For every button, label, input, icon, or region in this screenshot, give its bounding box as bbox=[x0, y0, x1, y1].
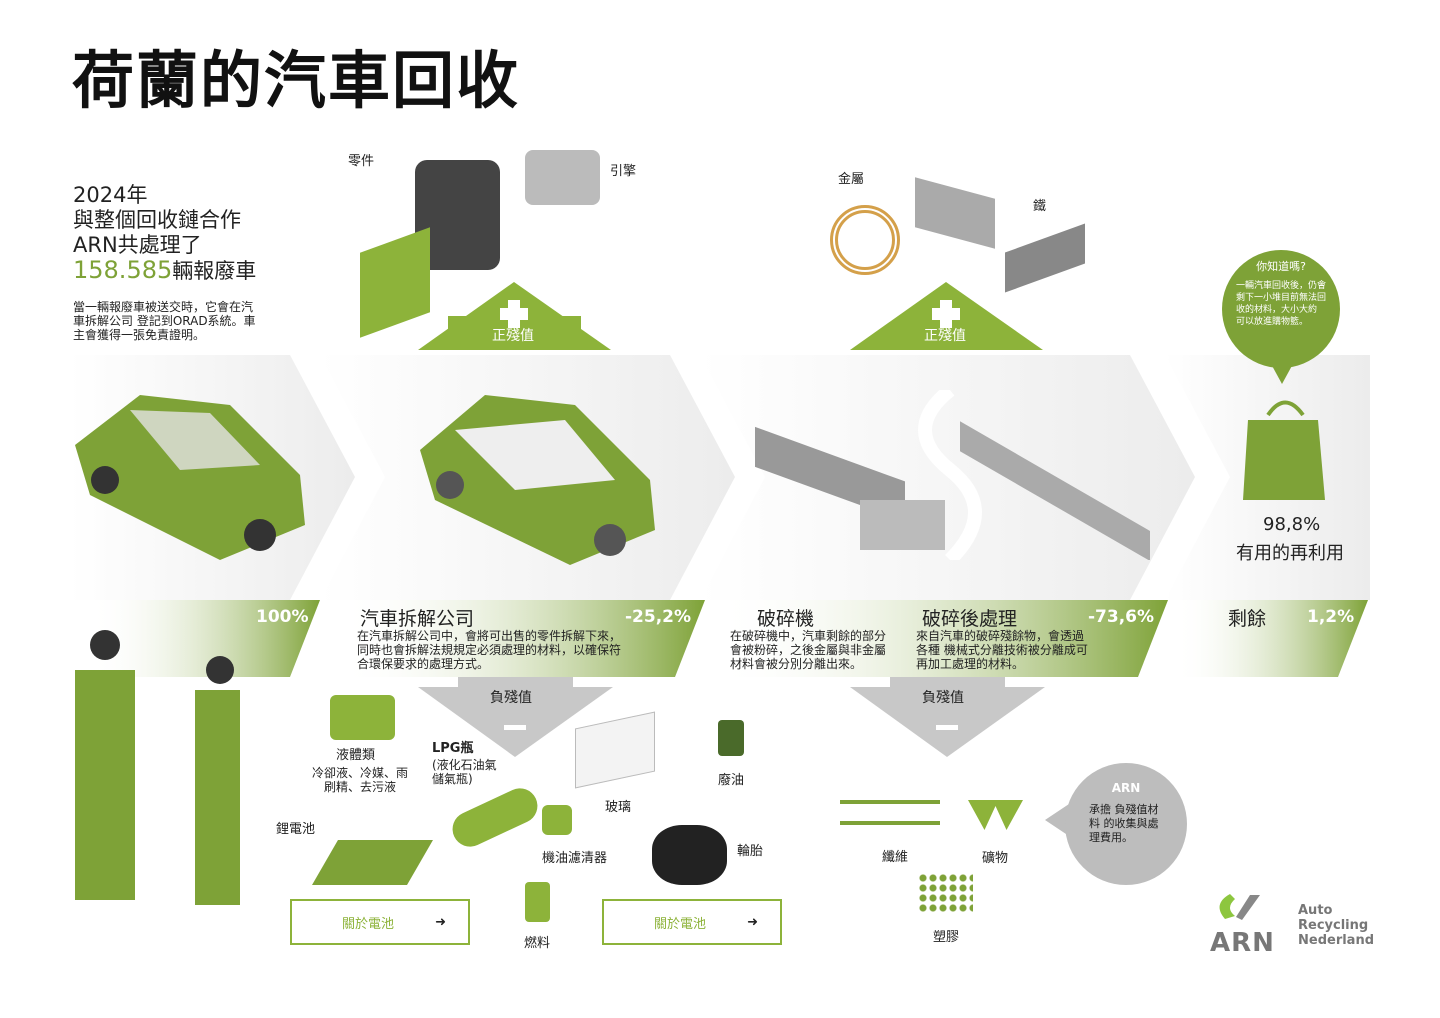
oil-filter-icon bbox=[542, 805, 572, 835]
car-count: 158.585 bbox=[73, 256, 173, 284]
result-band bbox=[90, 600, 1368, 677]
metal-plate-icon bbox=[915, 177, 995, 249]
arrow-right-icon: ➜ bbox=[435, 914, 446, 930]
positive-label: 正殘值 bbox=[492, 328, 534, 344]
stripped-car-illustration bbox=[420, 395, 655, 565]
stage-desc: 來自汽車的破碎殘餘物，會透過各種 機械式分離技術被分離成可再加工處理的材料。 bbox=[916, 629, 1088, 671]
arn-bubble-text: 承擔 負殘值材料 的收集與處理費用。 bbox=[1089, 803, 1159, 844]
about-battery-button-2[interactable]: 關於電池 ➜ bbox=[602, 899, 782, 945]
plastic-icon bbox=[918, 873, 973, 913]
negative-label: 負殘值 bbox=[490, 690, 532, 706]
button-label: 關於電池 bbox=[342, 916, 395, 932]
stage-title: 剩餘 bbox=[1228, 608, 1267, 630]
label-iron: 鐵 bbox=[1033, 199, 1047, 214]
logo-line: Auto bbox=[1298, 903, 1333, 918]
logo-abbr: ARN bbox=[1210, 928, 1275, 958]
stage-pct: 1,2% bbox=[1307, 607, 1355, 627]
label-minerals: 礦物 bbox=[982, 851, 1009, 866]
label-plastic: 塑膠 bbox=[933, 930, 960, 945]
logo-text: Auto Recycling Nederland bbox=[1298, 903, 1374, 948]
did-you-know-title: 你知道嗎? bbox=[1256, 260, 1306, 273]
shopping-bag-icon bbox=[1243, 400, 1325, 500]
battery-icon bbox=[312, 840, 433, 885]
minerals-icon bbox=[968, 800, 1023, 830]
intro-line: 與整個回收鏈合作 bbox=[73, 208, 241, 232]
engine-icon bbox=[525, 150, 600, 205]
stage-title: 汽車拆解公司 bbox=[360, 608, 475, 630]
label-oil-filter: 機油濾清器 bbox=[542, 851, 608, 866]
logo-line: Recycling bbox=[1298, 918, 1369, 933]
lpg-tank-icon bbox=[446, 782, 544, 853]
did-you-know-text: 一輛汽車回收後，仍會剩下一小堆目前無法回收的材料，大小大約 可以放進購物籃。 bbox=[1236, 281, 1327, 327]
fuel-can-icon bbox=[525, 882, 550, 922]
about-battery-button-1[interactable]: 關於電池 ➜ bbox=[290, 899, 470, 945]
stage-pct: -73,6% bbox=[1088, 607, 1155, 627]
stage-pct: 100% bbox=[256, 607, 309, 627]
page-title: 荷蘭的汽車回收 bbox=[72, 44, 521, 117]
button-label: 關於電池 bbox=[654, 916, 707, 932]
logo-line: Nederland bbox=[1298, 933, 1375, 948]
arn-bubble-title: ARN bbox=[1111, 781, 1141, 795]
reuse-label: 有用的再利用 bbox=[1236, 543, 1344, 564]
negative-arrow-2 bbox=[850, 677, 1045, 757]
label-fluids: 液體類 bbox=[336, 748, 376, 763]
arn-bubble: ARN 承擔 負殘值材料 的收集與處理費用。 bbox=[1065, 763, 1187, 885]
label-fluids-desc: 冷卻液、冷媒、雨刷精、去污液 bbox=[311, 766, 408, 794]
positive-arrow-1 bbox=[418, 282, 611, 350]
copper-icon bbox=[830, 205, 900, 275]
intro-block: 2024年 與整個回收鏈合作 ARN共處理了 158.585輛報廢車 當一輛報廢… bbox=[73, 183, 258, 342]
intro-line: ARN共處理了 bbox=[73, 233, 202, 257]
car-illustration bbox=[75, 395, 305, 560]
label-fiber: 纖維 bbox=[882, 850, 909, 865]
stage-title: 破碎後處理 bbox=[922, 608, 1018, 630]
tires-icon bbox=[652, 825, 727, 885]
stage-desc: 在破碎機中，汽車剩餘的部分會被粉碎，之後金屬與非金屬材料會被分別分離出來。 bbox=[730, 629, 887, 671]
label-oil: 廢油 bbox=[718, 773, 745, 788]
reuse-pct: 98,8% bbox=[1263, 514, 1321, 535]
intro-desc: 當一輛報廢車被送交時，它會在汽車拆解公司 登記到ORAD系統。車主會獲得一張免責… bbox=[73, 300, 256, 342]
did-you-know-bubble: 你知道嗎? 一輛汽車回收後，仍會剩下一小堆目前無法回收的材料，大小大約 可以放進… bbox=[1222, 250, 1340, 368]
label-engine: 引擎 bbox=[610, 164, 637, 179]
stage-desc: 在汽車拆解公司中，會將可出售的零件拆解下來，同時也會拆解法規規定必須處理的材料，… bbox=[357, 629, 622, 671]
label-fuel: 燃料 bbox=[524, 936, 551, 951]
fiber-icon bbox=[840, 800, 940, 825]
label-metal: 金屬 bbox=[838, 172, 865, 187]
stage-pct: -25,2% bbox=[625, 607, 692, 627]
iron-beam-icon bbox=[1005, 223, 1085, 293]
car-unit: 輛報廢車 bbox=[172, 259, 257, 283]
bubble-tail bbox=[1270, 362, 1294, 384]
label-glass: 玻璃 bbox=[605, 800, 632, 815]
arn-logo-mark bbox=[1219, 894, 1260, 920]
intro-year: 2024年 bbox=[73, 183, 148, 207]
positive-label: 正殘值 bbox=[924, 328, 966, 344]
stage-title: 破碎機 bbox=[757, 608, 815, 630]
label-lpg: LPG瓶 bbox=[432, 741, 474, 756]
label-battery: 鋰電池 bbox=[276, 822, 316, 837]
positive-arrow-2 bbox=[850, 282, 1043, 350]
arrow-right-icon: ➜ bbox=[747, 914, 758, 930]
shredder-illustration bbox=[755, 390, 1150, 560]
label-parts: 零件 bbox=[348, 154, 375, 169]
arn-logo: ARN bbox=[1210, 890, 1275, 957]
people-illustration bbox=[75, 630, 240, 905]
negative-arrow-1 bbox=[418, 677, 613, 757]
negative-label: 負殘值 bbox=[922, 690, 964, 706]
label-tires: 輪胎 bbox=[737, 844, 764, 859]
oil-icon bbox=[718, 720, 744, 756]
fluids-icon bbox=[330, 695, 395, 740]
label-lpg-desc: (液化石油氣儲氣瓶) bbox=[432, 758, 497, 786]
